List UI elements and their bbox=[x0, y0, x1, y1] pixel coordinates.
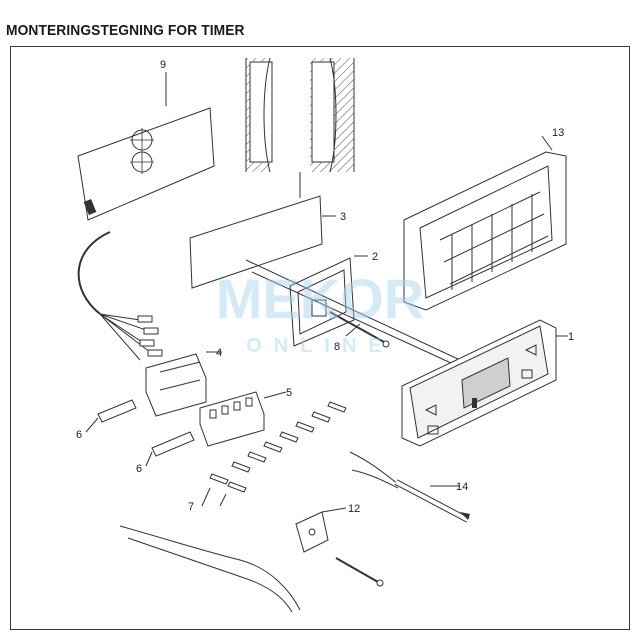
callout-12: 12 bbox=[348, 503, 360, 515]
callout-7: 7 bbox=[188, 501, 194, 513]
callout-9: 9 bbox=[160, 59, 166, 71]
connector-housing-5 bbox=[199, 391, 287, 447]
page-title: MONTERINGSTEGNING FOR TIMER bbox=[6, 22, 245, 39]
sensor-part-12 bbox=[119, 507, 384, 613]
diagram-frame bbox=[10, 46, 630, 630]
cable-part-14 bbox=[349, 451, 470, 523]
locking-wedge-lower bbox=[145, 431, 195, 467]
locking-wedge-upper bbox=[85, 399, 137, 433]
wall-section bbox=[245, 57, 355, 198]
callout-13: 13 bbox=[552, 127, 564, 139]
watermark-line1: MEKOR bbox=[216, 267, 424, 330]
callout-4: 4 bbox=[216, 347, 222, 359]
callout-2: 2 bbox=[372, 251, 378, 263]
watermark-line2: ONLINE bbox=[246, 335, 394, 357]
crimp-terminals bbox=[201, 401, 347, 507]
screw-part-8 bbox=[329, 311, 390, 348]
frame-housing bbox=[403, 135, 567, 311]
callout-5: 5 bbox=[286, 387, 292, 399]
callout-1: 1 bbox=[568, 331, 574, 343]
wiring-harness bbox=[77, 231, 163, 361]
callout-6b: 6 bbox=[136, 463, 142, 475]
template-label-sheet bbox=[77, 72, 215, 221]
callout-8: 8 bbox=[334, 341, 340, 353]
callout-14: 14 bbox=[456, 481, 468, 493]
mounting-bracket bbox=[245, 255, 463, 369]
callout-3: 3 bbox=[340, 211, 346, 223]
connector-housing-4 bbox=[145, 351, 222, 417]
gasket-plate bbox=[189, 195, 336, 289]
timer-device bbox=[401, 319, 568, 447]
exploded-assembly-diagram: 9 3 2 13 1 8 4 5 6 6 7 14 12 bbox=[76, 57, 574, 613]
callout-6a: 6 bbox=[76, 429, 82, 441]
